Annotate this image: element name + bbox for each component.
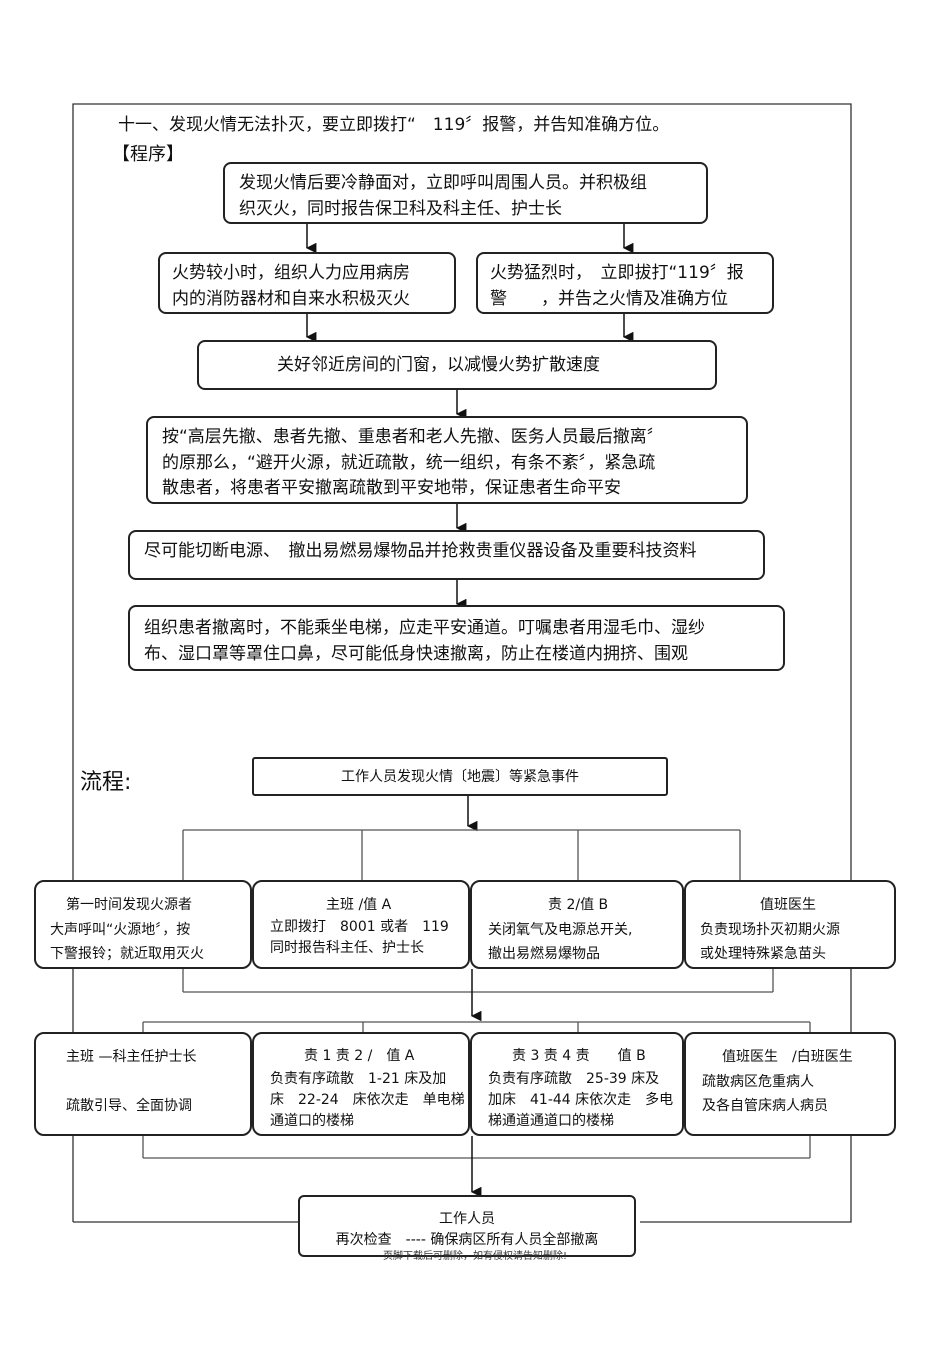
row1-box2-line-2: 立即拨打 8001 或者 119 <box>270 919 449 935</box>
step-1-line-2: 织灭火，同时报告保卫科及科主任、护士长 <box>239 199 562 219</box>
program-step-1: 发现火情后要冷静面对，立即呼叫周围人员。并积极组 织灭火，同时报告保卫科及科主任… <box>223 162 708 224</box>
step-4-line-2: 的原那么，“避开火源，就近疏散，统一组织，有条不紊〞，紧急疏 <box>162 453 656 473</box>
row2-box3-line-4: 梯通道通道口的楼梯 <box>488 1113 614 1129</box>
step-2a-line-2: 内的消防器材和自来水积极灭火 <box>172 289 410 309</box>
step-2a-line-1: 火势较小时，组织人力应用病房 <box>172 263 410 283</box>
flow-row1-box-4: 值班医生 负责现场扑灭初期火源 或处理特殊紧急苗头 <box>684 880 896 969</box>
flow-top-box: 工作人员发现火情〔地震〕等紧急事件 <box>252 757 668 796</box>
row1-box3-line-3: 撤出易燃易爆物品 <box>488 946 600 962</box>
page-heading: 十一、发现火情无法扑灭，要立即拨打“ 119〞报警，并告知准确方位。 <box>118 115 670 135</box>
row1-box1-line-1: 第一时间发现火源者 <box>66 897 192 913</box>
section-flow-label: 流程: <box>80 770 132 795</box>
row2-box3-line-1: 责 3 责 4 责 值 B <box>512 1048 646 1064</box>
step-6-line-2: 布、湿口罩等罩住口鼻，尽可能低身快速撤离，防止在楼道内拥挤、围观 <box>144 644 688 664</box>
flow-row1-box-3: 责 2/值 B 关闭氧气及电源总开关, 撤出易燃易爆物品 <box>470 880 684 969</box>
row2-box4-line-2: 疏散病区危重病人 <box>702 1074 814 1090</box>
row1-box4-line-1: 值班医生 <box>760 897 816 913</box>
step-2b-line-2: 警 ，并告之火情及准确方位 <box>490 289 728 309</box>
row2-box1-line-1: 主班 —科主任护士长 <box>66 1049 197 1065</box>
row1-box3-line-1: 责 2/值 B <box>548 897 609 913</box>
step-4-line-3: 散患者，将患者平安撤离疏散到平安地带，保证患者生命平安 <box>162 478 621 498</box>
row2-box3-line-2: 负责有序疏散 25-39 床及 <box>488 1071 660 1087</box>
flow-row2-box-4: 值班医生 /白班医生 疏散病区危重病人 及各自管床病人病员 <box>684 1032 896 1136</box>
row1-box3-line-2: 关闭氧气及电源总开关, <box>488 922 633 938</box>
flow-row2-box-1: 主班 —科主任护士长 疏散引导、全面协调 <box>34 1032 252 1136</box>
row2-box2-line-2: 负责有序疏散 1-21 床及加 <box>270 1071 447 1087</box>
program-step-6: 组织患者撤离时，不能乘坐电梯，应走平安通道。叮嘱患者用湿毛巾、湿纱 布、湿口罩等… <box>128 605 785 671</box>
bottom-line-2: 再次检查 ---- 确保病区所有人员全部撤离 <box>335 1232 599 1248</box>
section-program-label: 【程序】 <box>112 144 184 165</box>
footer-note: 页脚下载后可删除，如有侵权请告知删除! <box>382 1251 567 1262</box>
step-1-line-1: 发现火情后要冷静面对，立即呼叫周围人员。并积极组 <box>239 173 647 193</box>
program-step-2a: 火势较小时，组织人力应用病房 内的消防器材和自来水积极灭火 <box>158 252 456 314</box>
row1-box1-line-2: 大声呼叫“火源地〞，按 <box>50 922 191 938</box>
program-step-4: 按“高层先撤、患者先撤、重患者和老人先撤、医务人员最后撤离〞 的原那么，“避开火… <box>146 416 748 504</box>
row2-box2-line-4: 通道口的楼梯 <box>270 1113 354 1129</box>
row1-box1-line-3: 下警报铃；就近取用灭火 <box>50 946 204 962</box>
step-3-line-1: 关好邻近房间的门窗，以减慢火势扩散速度 <box>277 355 600 375</box>
step-2b-line-1: 火势猛烈时， 立即拔打“119〞报 <box>490 263 744 283</box>
flow-bottom-box: 工作人员 再次检查 ---- 确保病区所有人员全部撤离 <box>298 1195 636 1257</box>
row2-box2-line-3: 床 22-24 床依次走 单电梯 <box>270 1092 465 1108</box>
row2-box4-line-3: 及各自管床病人病员 <box>702 1098 828 1114</box>
flow-row1-box-2: 主班 /值 A 立即拨打 8001 或者 119 同时报告科主任、护士长 <box>252 880 470 969</box>
row2-box1-line-3: 疏散引导、全面协调 <box>66 1098 192 1114</box>
bottom-line-1: 工作人员 <box>439 1211 495 1227</box>
program-step-2b: 火势猛烈时， 立即拔打“119〞报 警 ，并告之火情及准确方位 <box>476 252 774 314</box>
program-step-5: 尽可能切断电源、 撤出易燃易爆物品并抢救贵重仪器设备及重要科技资料 <box>128 530 765 580</box>
row2-box4-line-1: 值班医生 /白班医生 <box>722 1049 853 1065</box>
row1-box4-line-3: 或处理特殊紧急苗头 <box>700 946 826 962</box>
step-6-line-1: 组织患者撤离时，不能乘坐电梯，应走平安通道。叮嘱患者用湿毛巾、湿纱 <box>144 618 705 638</box>
row1-box4-line-2: 负责现场扑灭初期火源 <box>700 922 840 938</box>
step-5-line-1: 尽可能切断电源、 撤出易燃易爆物品并抢救贵重仪器设备及重要科技资料 <box>144 541 697 561</box>
program-step-3: 关好邻近房间的门窗，以减慢火势扩散速度 <box>197 340 717 390</box>
flow-row1-box-1: 第一时间发现火源者 大声呼叫“火源地〞，按 下警报铃；就近取用灭火 <box>34 880 252 969</box>
flow-row2-box-2: 责 1 责 2 / 值 A 负责有序疏散 1-21 床及加 床 22-24 床依… <box>252 1032 470 1136</box>
row1-box2-line-3: 同时报告科主任、护士长 <box>270 940 424 956</box>
row2-box2-line-1: 责 1 责 2 / 值 A <box>304 1048 415 1064</box>
row1-box2-line-1: 主班 /值 A <box>326 897 392 913</box>
step-4-line-1: 按“高层先撤、患者先撤、重患者和老人先撤、医务人员最后撤离〞 <box>162 427 664 447</box>
flow-row2-box-3: 责 3 责 4 责 值 B 负责有序疏散 25-39 床及 加床 41-44 床… <box>470 1032 684 1136</box>
row2-box3-line-3: 加床 41-44 床依次走 多电 <box>488 1092 674 1108</box>
flow-top-text: 工作人员发现火情〔地震〕等紧急事件 <box>341 769 579 785</box>
